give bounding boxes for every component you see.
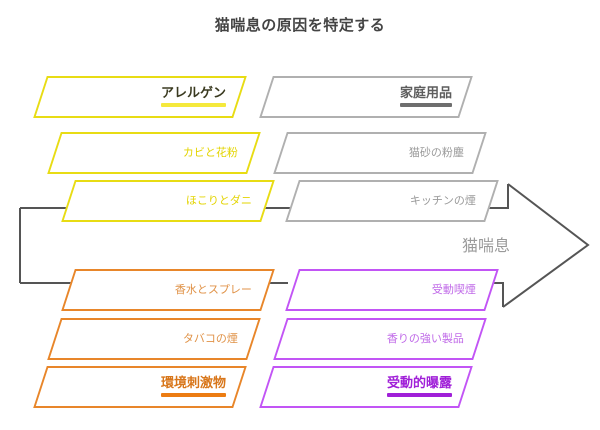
cause-passive-exposure-1[interactable]: 受動喫煙 [285, 269, 499, 311]
cause-allergens-2[interactable]: ほこりとダニ [61, 180, 275, 222]
category-heading-label: 受動的曝露 [387, 375, 464, 398]
heading-underline [387, 392, 452, 397]
cause-environmental-1[interactable]: 香水とスプレー [61, 269, 275, 311]
category-heading-passive-exposure[interactable]: 受動的曝露 [259, 366, 473, 408]
cause-label: タバコの煙 [183, 332, 239, 345]
effect-label: 猫喘息 [462, 238, 511, 255]
cause-allergens-1[interactable]: カビと花粉 [47, 132, 261, 174]
cause-passive-exposure-2[interactable]: 香りの強い製品 [273, 318, 487, 360]
category-heading-label: アレルゲン [161, 85, 238, 108]
cause-label: 香水とスプレー [175, 283, 253, 296]
cause-household-2[interactable]: キッチンの煙 [285, 180, 499, 222]
cause-label: キッチンの煙 [410, 194, 477, 207]
cause-label: ほこりとダニ [186, 194, 253, 207]
cause-label: 猫砂の粉塵 [409, 146, 465, 159]
spine-upper-to-arrow [487, 184, 509, 209]
arrow-head-icon [502, 183, 590, 308]
category-heading-allergens[interactable]: アレルゲン [33, 76, 247, 118]
category-heading-label: 環境刺激物 [161, 375, 238, 398]
cause-household-1[interactable]: 猫砂の粉塵 [273, 132, 487, 174]
heading-underline [400, 102, 452, 107]
category-heading-household-products[interactable]: 家庭用品 [259, 76, 473, 118]
cause-environmental-2[interactable]: タバコの煙 [47, 318, 261, 360]
page-title: 猫喘息の原因を特定する [214, 17, 386, 34]
heading-underline [161, 392, 226, 397]
category-heading-label: 家庭用品 [400, 85, 464, 108]
heading-underline [161, 102, 226, 107]
cause-label: 香りの強い製品 [387, 332, 465, 345]
cause-label: カビと花粉 [183, 146, 239, 159]
cause-label: 受動喫煙 [432, 283, 477, 296]
category-heading-environmental-irritants[interactable]: 環境刺激物 [33, 366, 247, 408]
